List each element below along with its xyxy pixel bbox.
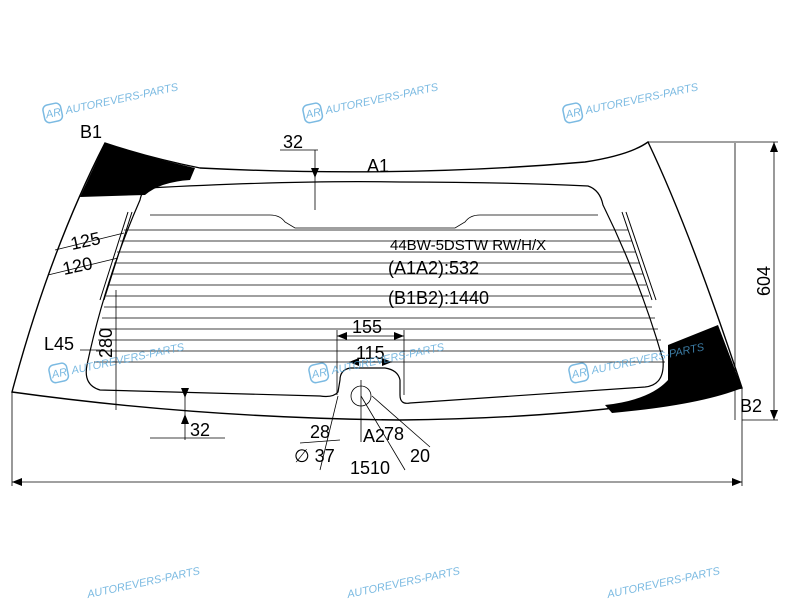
ceramic-zone-bottom-right	[605, 325, 742, 413]
watermark-7: AUTOREVERS-PARTS	[85, 565, 202, 600]
watermark-logo: AR	[564, 106, 582, 121]
dim-top-margin: 32	[283, 132, 303, 152]
watermark-logo: AR	[310, 366, 328, 381]
watermark-logo: AR	[44, 106, 62, 121]
watermark-text: AUTOREVERS-PARTS	[605, 565, 722, 600]
diagonal-a1a2: (A1A2):532	[388, 258, 479, 278]
dim-78: 78	[384, 424, 404, 444]
l45-label: L45	[44, 334, 74, 354]
dim-20: 20	[410, 446, 430, 466]
point-a2-label: A2	[363, 426, 385, 446]
dim-width: 1510	[350, 458, 390, 478]
watermark-text: AUTOREVERS-PARTS	[583, 81, 700, 117]
watermark-2: AR AUTOREVERS-PARTS	[302, 81, 440, 124]
watermark-1: AR AUTOREVERS-PARTS	[42, 81, 180, 124]
dim-hole-diameter: ∅ 37	[294, 446, 335, 466]
watermark-logo: AR	[570, 366, 588, 381]
diagonal-b1b2: (B1B2):1440	[388, 288, 489, 308]
heating-area-outline	[85, 181, 664, 404]
dim-bottom-margin: 32	[190, 420, 210, 440]
watermark-logo-icon	[562, 102, 584, 124]
glass-outline	[11, 140, 743, 421]
watermark-logo-icon	[308, 362, 330, 384]
point-a1-label: A1	[367, 156, 389, 176]
arrow-heads	[12, 142, 778, 486]
part-code: 44BW-5DSTW RW/H/X	[390, 237, 546, 254]
dim-notch-outer: 155	[352, 317, 382, 337]
watermark-text: AUTOREVERS-PARTS	[323, 81, 440, 117]
watermark-text: AUTOREVERS-PARTS	[345, 565, 462, 600]
dim-left-280: 280	[96, 328, 116, 358]
watermark-text: AUTOREVERS-PARTS	[63, 81, 180, 117]
dimension-lines	[11, 141, 778, 486]
busbars	[99, 211, 657, 301]
watermark-logo: AR	[304, 106, 322, 121]
dim-notch-inner: 115	[356, 343, 385, 363]
point-b1-label: B1	[80, 122, 102, 142]
watermark-logo-icon	[302, 102, 324, 124]
heater-grid	[94, 214, 665, 363]
watermark-logo: AR	[50, 366, 68, 381]
point-b2-label: B2	[740, 396, 762, 416]
dim-28: 28	[310, 422, 330, 442]
dim-left-125: 125	[69, 228, 103, 254]
watermark-text: AUTOREVERS-PARTS	[69, 341, 186, 377]
watermark-logo-icon	[48, 362, 70, 384]
watermark-8: AUTOREVERS-PARTS	[345, 565, 462, 600]
watermark-logo-icon	[568, 362, 590, 384]
watermark-text: AUTOREVERS-PARTS	[329, 341, 446, 377]
watermark-logo-icon	[42, 102, 64, 124]
ceramic-zone-top-left	[80, 143, 195, 197]
watermark-text: AUTOREVERS-PARTS	[85, 565, 202, 600]
dim-left-120: 120	[61, 253, 95, 279]
watermark-9: AUTOREVERS-PARTS	[605, 565, 722, 600]
dim-height: 604	[754, 266, 774, 296]
watermark-3: AR AUTOREVERS-PARTS	[562, 81, 700, 124]
